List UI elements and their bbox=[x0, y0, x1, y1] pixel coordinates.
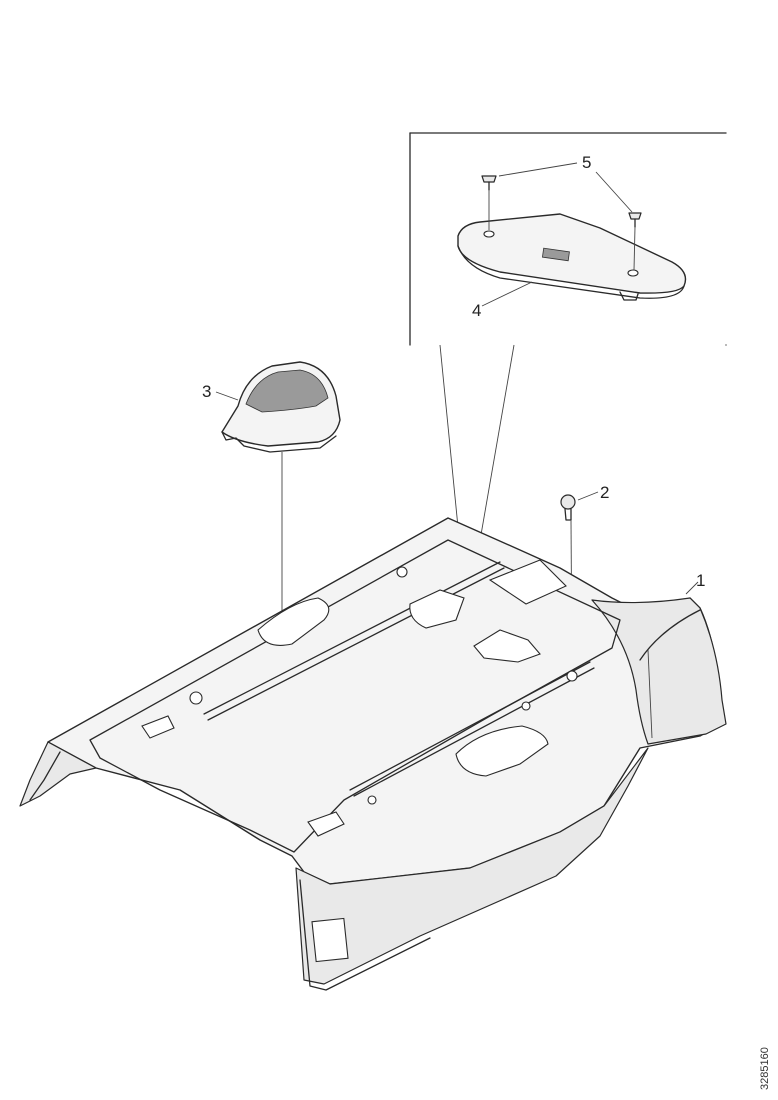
cover-plate-part-4 bbox=[457, 213, 687, 301]
speaker-cover-part-3 bbox=[215, 361, 341, 612]
document-id: 3285160 bbox=[759, 1047, 771, 1090]
callout-3: 3 bbox=[202, 382, 211, 401]
callout-2: 2 bbox=[600, 483, 609, 502]
parcel-shelf-part-1 bbox=[19, 517, 727, 991]
screws-part-5 bbox=[481, 162, 642, 271]
callout-5: 5 bbox=[582, 153, 591, 172]
callout-4: 4 bbox=[472, 301, 481, 320]
callout-1: 1 bbox=[696, 571, 705, 590]
